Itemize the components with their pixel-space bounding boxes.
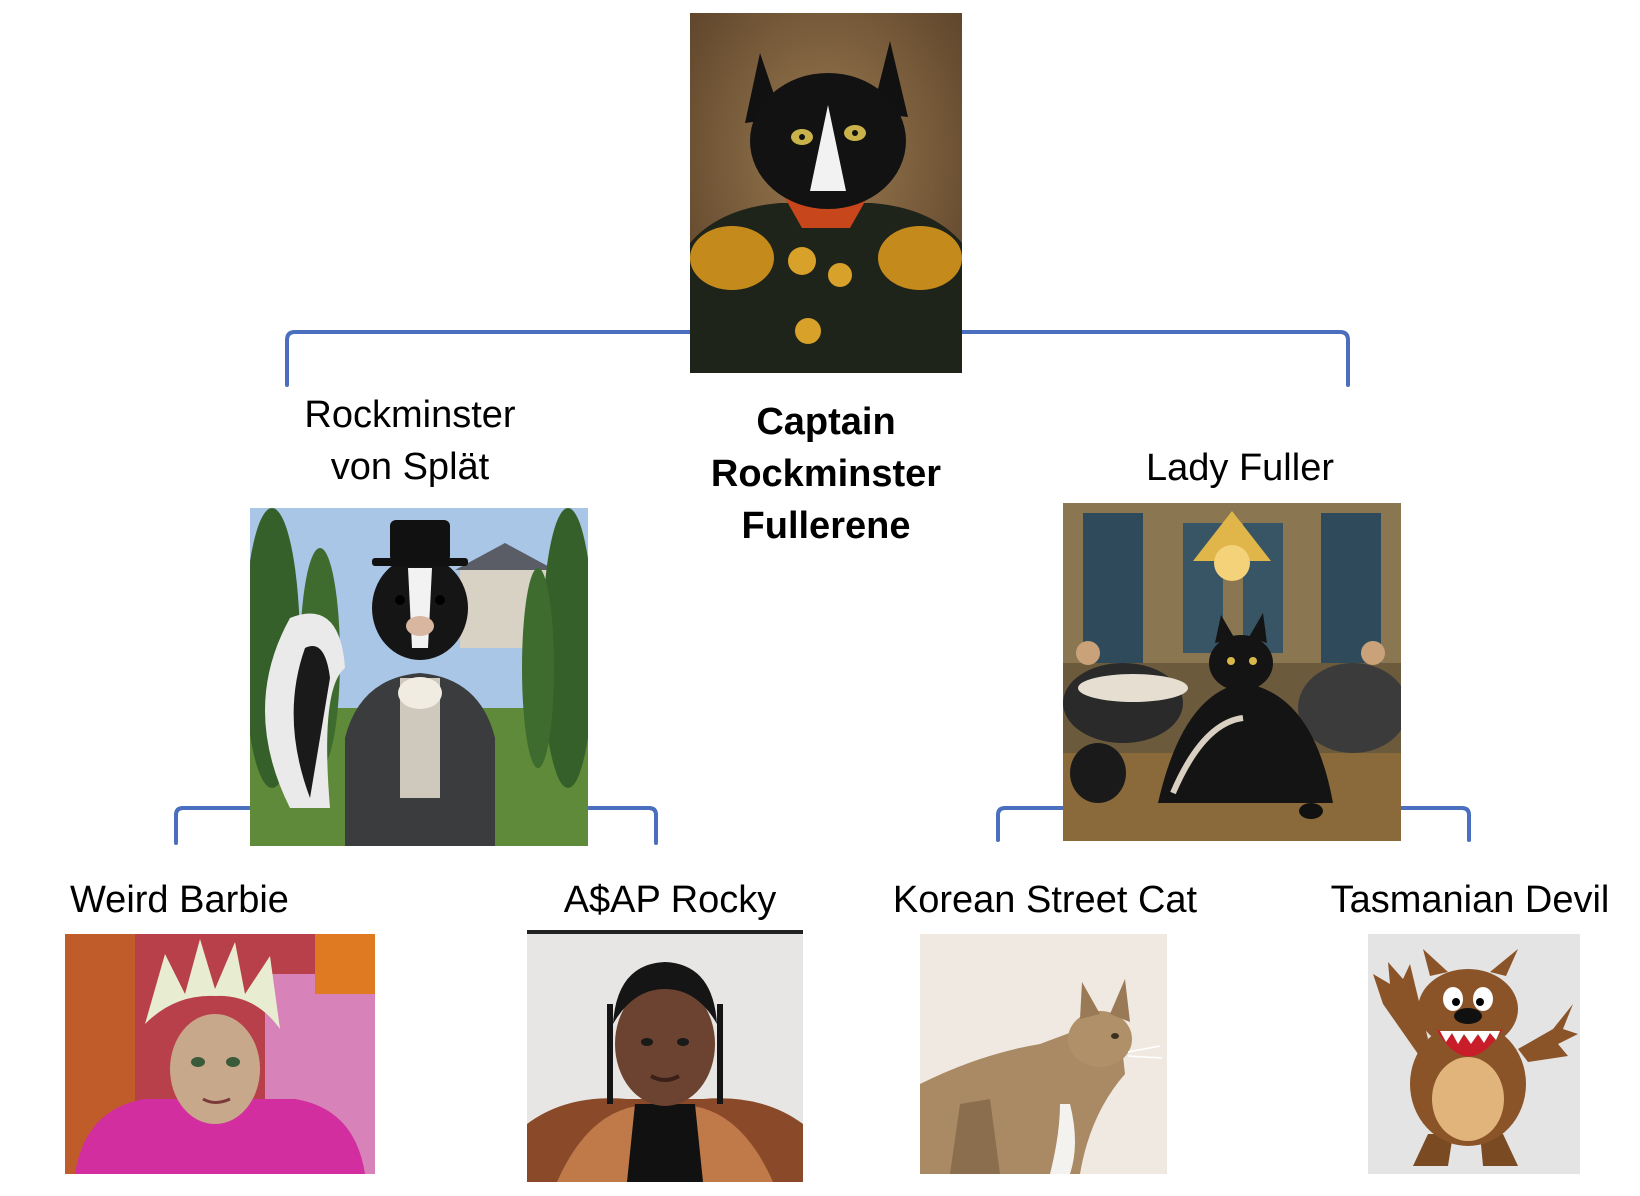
grandchild-name-4: Tasmanian Devil (1330, 879, 1610, 921)
cat-ballroom-portrait-icon (1063, 503, 1401, 841)
asap-rocky-portrait-icon (527, 934, 803, 1182)
grandchild-portrait-1 (65, 934, 375, 1174)
grandchild-name-3: Korean Street Cat (892, 879, 1198, 921)
grandchild-portrait-3 (920, 934, 1167, 1174)
grandchild-portrait-4 (1368, 934, 1580, 1174)
right-parent-portrait (1063, 503, 1401, 841)
grandchild-name-1: Weird Barbie (70, 879, 289, 921)
tasmanian-devil-portrait-icon (1368, 934, 1580, 1174)
left-parent-name: Rockminster von Splät (304, 394, 516, 488)
grandchild-name-2: A$AP Rocky (563, 879, 777, 921)
right-parent-name: Lady Fuller (1146, 447, 1334, 489)
root-name: Captain Rockminster Fullerene (710, 401, 942, 547)
tabby-cat-portrait-icon (920, 934, 1167, 1174)
grandchild-portrait-2 (527, 930, 803, 1182)
cat-general-portrait-icon (690, 13, 962, 373)
left-parent-portrait (250, 508, 588, 846)
skunk-gentleman-portrait-icon (250, 508, 588, 846)
weird-barbie-portrait-icon (65, 934, 375, 1174)
root-portrait (690, 13, 962, 373)
